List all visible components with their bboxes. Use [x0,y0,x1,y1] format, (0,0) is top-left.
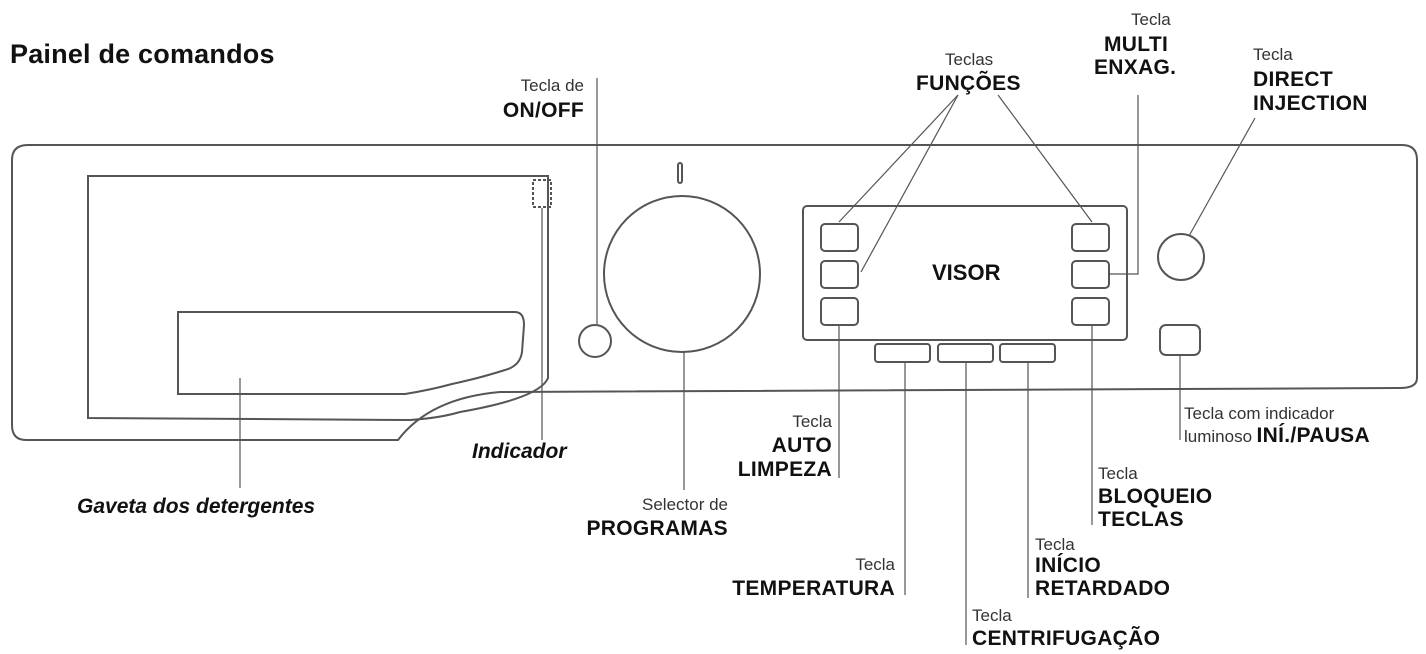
page-title: Painel de comandos [10,39,275,69]
program-selector-dial[interactable] [603,195,761,353]
bloqueio-teclas-line1: BLOQUEIO [1098,485,1213,508]
ini-pausa-line1: Tecla com indicador [1184,404,1335,423]
direct-injection-line1: DIRECT [1253,68,1333,91]
leader-funcoes-1 [838,94,959,223]
leader-lines [239,78,1256,645]
gaveta-label: Gaveta dos detergentes [77,495,316,518]
leader-funcoes-2 [860,94,959,273]
inicio-retardado-prefix: Tecla [1035,535,1075,554]
programas-label: PROGRAMAS [586,517,728,540]
temperatura-key[interactable] [874,343,931,363]
leader-direct-injection [1188,117,1256,237]
indicator-window [532,179,552,208]
bloqueio-teclas-line2: TECLAS [1098,508,1184,531]
ini-pausa-prefix: luminoso [1184,427,1253,446]
on-off-prefix: Tecla de [520,76,584,95]
on-off-button[interactable] [578,324,612,358]
centrifugacao-prefix: Tecla [972,606,1012,625]
drawer-handle[interactable] [177,311,526,395]
function-key-right-1[interactable] [1071,223,1110,252]
direct-injection-line2: INJECTION [1253,92,1368,115]
auto-limpeza-line1: AUTO [771,434,832,457]
inicio-retardado-line2: RETARDADO [1035,577,1171,600]
program-selector-marker [677,162,683,184]
centrifugacao-label: CENTRIFUGAÇÃO [972,627,1161,650]
panel-outline [11,144,1418,441]
inicio-retardado-key[interactable] [999,343,1056,363]
programas-prefix: Selector de [642,495,728,514]
display-frame [802,205,1128,341]
start-pause-button[interactable] [1159,324,1201,356]
bloqueio-teclas-key[interactable] [1071,297,1110,326]
leader-funcoes-3 [997,94,1093,223]
multi-enxag-line1: MULTI [1104,33,1169,56]
multi-enxag-line2: ENXAG. [1094,56,1177,79]
funcoes-prefix: Teclas [945,50,994,69]
temperatura-prefix: Tecla [855,555,895,574]
auto-limpeza-prefix: Tecla [792,412,832,431]
function-key-left-2[interactable] [820,260,859,289]
indicador-label: Indicador [472,440,567,463]
ini-pausa-line2: luminoso INÍ./PAUSA [1184,425,1370,446]
centrifugacao-key[interactable] [937,343,994,363]
ini-pausa-label: INÍ./PAUSA [1256,424,1370,447]
multi-enxag-key[interactable] [1071,260,1110,289]
bloqueio-teclas-prefix: Tecla [1098,464,1138,483]
inicio-retardado-line1: INÍCIO [1035,554,1101,577]
leader-multi-enxag [1110,95,1139,275]
drawer-area [87,175,549,422]
multi-enxag-prefix: Tecla [1131,10,1171,29]
auto-limpeza-line2: LIMPEZA [737,458,832,481]
temperatura-label: TEMPERATURA [732,577,895,600]
funcoes-label: FUNÇÕES [916,72,1021,95]
direct-injection-button[interactable] [1157,233,1205,281]
direct-injection-prefix: Tecla [1253,45,1293,64]
display-label: VISOR [932,260,1001,285]
function-key-left-3[interactable] [820,297,859,326]
function-key-left-1[interactable] [820,223,859,252]
on-off-label: ON/OFF [502,99,584,122]
